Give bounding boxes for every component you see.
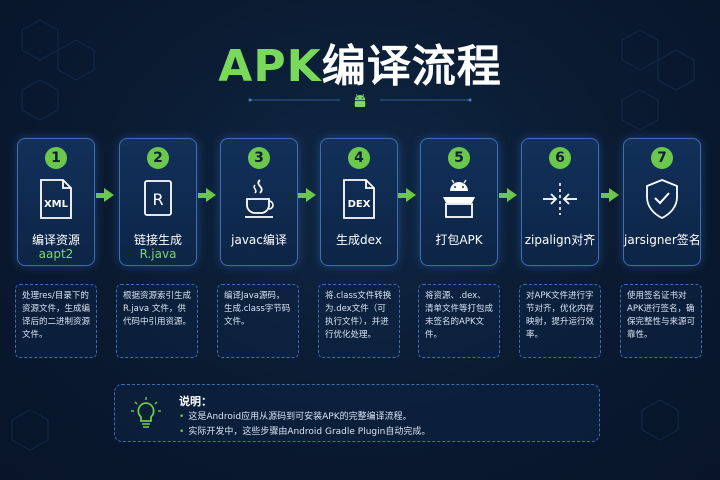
- step-label: javac编译: [231, 233, 287, 247]
- step-number: 5: [448, 147, 470, 169]
- step-description: 对APK文件进行字节对齐，优化内存映射，提升运行效率。: [519, 284, 601, 358]
- process-steps: 1 XML 编译资源 aapt2 2 R 链接生成 R.java 3 javac…: [0, 138, 720, 278]
- r-file-icon: R: [144, 180, 172, 216]
- android-package-icon: [443, 179, 475, 218]
- title-underline-decoration: [248, 98, 472, 102]
- flow-arrow: [601, 188, 619, 202]
- title-apk: APK: [218, 41, 322, 92]
- dex-file-icon: DEX: [343, 179, 375, 219]
- step-number: 7: [651, 147, 673, 169]
- svg-text:XML: XML: [44, 199, 69, 210]
- step-sublabel: aapt2: [38, 247, 74, 261]
- step-description: 处理res/目录下的资源文件，生成编译后的二进制资源文件。: [15, 284, 97, 358]
- step-label: 打包APK: [435, 233, 483, 247]
- note-line: •实际开发中，这些步骤由Android Gradle Plugin自动完成。: [179, 427, 431, 437]
- java-icon: [245, 179, 274, 218]
- step-description: 编译Java源码，生成.class字节码文件。: [217, 284, 299, 358]
- flow-arrow: [398, 188, 416, 202]
- step-card-jarsigner: 7 jarsigner签名: [623, 138, 701, 266]
- step-number: 2: [147, 147, 169, 169]
- align-icon: [543, 183, 577, 215]
- step-label: 链接生成: [133, 233, 182, 247]
- step-card-zipalign: 6 zipalign对齐: [521, 138, 599, 266]
- step-description: 将.class文件转换为.dex文件（可执行文件），并进行优化处理。: [318, 284, 400, 358]
- shield-check-icon: [646, 179, 678, 220]
- flow-arrow: [96, 188, 114, 202]
- lightbulb-icon: [131, 397, 161, 428]
- step-card-package-apk: 5 打包APK: [420, 138, 498, 266]
- title-process: 编译流程: [321, 41, 502, 92]
- step-number: 4: [348, 147, 370, 169]
- note-title: 说明：: [179, 395, 212, 408]
- svg-text:DEX: DEX: [348, 199, 371, 210]
- android-logo-icon: [354, 94, 366, 107]
- step-sublabel: R.java: [139, 247, 177, 261]
- step-label: 编译资源: [31, 233, 80, 247]
- step-label: jarsigner签名: [624, 233, 701, 247]
- step-number: 1: [45, 147, 67, 169]
- note-line: •这是Android应用从源码到可安装APK的完整编译流程。: [179, 412, 412, 422]
- step-card-generate-dex: 4 DEX 生成dex: [320, 138, 398, 266]
- step-label: 生成dex: [336, 233, 382, 247]
- flow-arrow: [198, 188, 216, 202]
- note-panel: 说明： •这是Android应用从源码到可安装APK的完整编译流程。 •实际开发…: [114, 384, 600, 442]
- step-number: 3: [248, 147, 270, 169]
- page-title: APK编译流程: [0, 30, 720, 94]
- step-description: 使用签名证书对APK进行签名，确保完整性与来源可靠性。: [620, 284, 702, 358]
- step-number: 6: [549, 147, 571, 169]
- step-card-link-r-java: 2 R 链接生成 R.java: [119, 138, 197, 266]
- flow-arrow: [298, 188, 316, 202]
- step-label: zipalign对齐: [524, 233, 596, 247]
- step-description: 将资源、.dex、清单文件等打包成未签名的APK文件。: [418, 284, 500, 358]
- xml-file-icon: XML: [40, 179, 72, 219]
- step-card-javac-compile: 3 javac编译: [220, 138, 298, 266]
- flow-arrow: [499, 188, 517, 202]
- svg-text:R: R: [152, 190, 163, 209]
- step-card-compile-resources: 1 XML 编译资源 aapt2: [17, 138, 95, 266]
- step-description: 根据资源索引生成R.java 文件，供代码中引用资源。: [116, 284, 198, 358]
